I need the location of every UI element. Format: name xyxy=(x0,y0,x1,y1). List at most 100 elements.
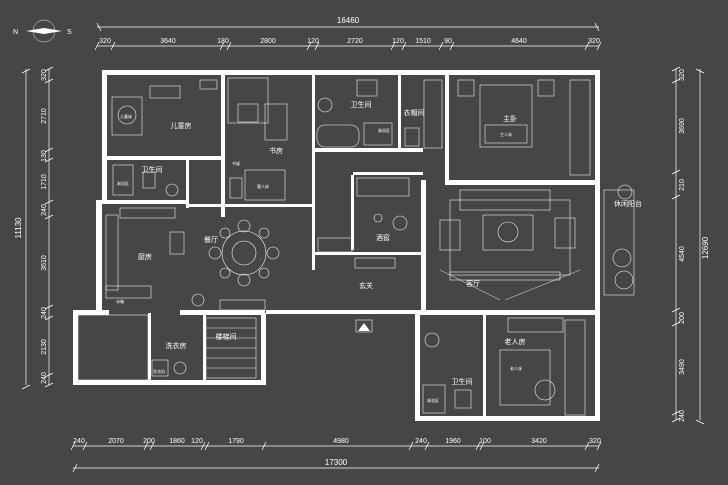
dimension-tick xyxy=(314,41,320,51)
dimension-tick xyxy=(424,441,430,451)
left-dimension-lines: 11130 320 2710 130 1710 240 3610 240 213… xyxy=(14,66,54,390)
dimension-tick xyxy=(596,41,602,51)
left-dim-6: 3610 xyxy=(41,255,48,271)
top-dimension-lines: 16460 320 3640 180 2800 120 2720 120 151… xyxy=(94,16,602,51)
balcony xyxy=(603,189,635,296)
room-labels: 儿童房 卫生间 书房 卫生间 衣帽间 主卧 休闲阳台 厨房 餐厅 酒窖 客厅 玄… xyxy=(138,100,642,386)
dimension-tick xyxy=(695,419,705,425)
dimension-tick xyxy=(390,41,396,51)
note-wash-left: 淋浴区 xyxy=(117,180,129,186)
dimension-tick xyxy=(143,441,149,451)
dimension-tick xyxy=(596,441,602,451)
dimension-tick xyxy=(44,66,54,72)
dimension-tick xyxy=(70,441,76,451)
note-bed-kids: 儿童床 xyxy=(120,113,132,119)
elder-bed xyxy=(499,349,551,406)
bottom-dim-6: 1790 xyxy=(228,438,244,445)
dimension-tick xyxy=(44,78,54,84)
top-dim-3: 180 xyxy=(217,38,229,45)
kitchen-counter xyxy=(105,214,119,291)
room-label-elder: 老人房 xyxy=(505,337,526,346)
coffee-table xyxy=(482,214,534,251)
dimension-tick xyxy=(584,41,590,51)
dimension-tick xyxy=(44,382,54,388)
dimension-tick xyxy=(82,441,88,451)
right-dim-1: 320 xyxy=(679,69,686,81)
left-dim-7: 240 xyxy=(41,307,48,319)
bottom-dim-1: 240 xyxy=(73,438,85,445)
top-total-dimension: 16460 xyxy=(337,16,360,25)
dimension-tick xyxy=(594,22,600,32)
bottom-dimension-lines: 240 2070 200 1860 120 1790 4980 240 1960… xyxy=(70,438,602,473)
left-dim-4: 1710 xyxy=(41,174,48,190)
dining-table xyxy=(221,230,267,276)
right-dim-5: 200 xyxy=(679,312,686,324)
bottom-dim-12: 320 xyxy=(589,438,601,445)
room-label-master: 主卧 xyxy=(503,114,517,123)
living-rug xyxy=(449,199,571,276)
room-label-bath-mid: 卫生间 xyxy=(351,100,372,109)
top-dim-5: 120 xyxy=(307,38,319,45)
left-dim-2: 2710 xyxy=(41,108,48,124)
dimension-tick xyxy=(479,441,485,451)
bottom-dim-11: 3420 xyxy=(531,438,547,445)
bottom-dim-4: 1860 xyxy=(169,438,185,445)
dimension-tick xyxy=(200,441,206,451)
dimension-tick xyxy=(306,41,312,51)
left-dim-5: 240 xyxy=(41,204,48,216)
left-dim-9: 240 xyxy=(41,372,48,384)
closet-wardrobe xyxy=(423,79,443,149)
dimension-tick xyxy=(226,41,232,51)
dimension-tick xyxy=(671,417,681,423)
master-bed xyxy=(479,84,533,148)
room-label-wine: 酒窖 xyxy=(376,233,390,242)
dimension-tick xyxy=(401,41,407,51)
dimension-tick xyxy=(72,463,78,473)
compass-south-label: S xyxy=(67,29,72,36)
top-dim-4: 2800 xyxy=(260,38,276,45)
dimension-tick xyxy=(44,372,54,378)
top-dim-1: 320 xyxy=(99,38,111,45)
sofa xyxy=(459,189,551,211)
dimension-tick xyxy=(261,441,267,451)
wine-rack xyxy=(356,177,410,197)
dimension-tick xyxy=(584,441,590,451)
dimension-tick xyxy=(438,41,444,51)
dimension-tick xyxy=(96,22,102,32)
bottom-dim-5: 120 xyxy=(191,438,203,445)
bottom-dim-3: 200 xyxy=(143,438,155,445)
right-dim-7: 240 xyxy=(679,410,686,422)
left-total-dimension: 11130 xyxy=(14,217,23,239)
room-label-balcony: 休闲阳台 xyxy=(614,199,642,208)
bathtub xyxy=(316,124,360,148)
bottom-dim-7: 4980 xyxy=(333,438,349,445)
room-label-laundry: 洗衣房 xyxy=(166,341,187,350)
entry-door-icon xyxy=(355,319,373,333)
furniture xyxy=(77,77,635,416)
dimension-tick xyxy=(44,214,54,220)
dimension-tick xyxy=(671,169,681,175)
dimension-tick xyxy=(44,147,54,153)
room-label-closet: 衣帽间 xyxy=(404,108,425,117)
dimension-tick xyxy=(671,78,681,84)
dimension-tick xyxy=(695,68,705,74)
bottom-dim-9: 1960 xyxy=(445,438,461,445)
top-dim-6: 2720 xyxy=(347,38,363,45)
bottom-dim-2: 2070 xyxy=(108,438,124,445)
bottom-total-dimension: 17300 xyxy=(325,458,348,467)
room-label-dining: 餐厅 xyxy=(204,235,218,244)
right-total-dimension: 12690 xyxy=(701,236,710,259)
note-desk-study: 书桌 xyxy=(232,160,240,166)
dimension-tick xyxy=(671,307,681,313)
study-desk xyxy=(227,77,269,124)
dimension-tick xyxy=(44,304,54,310)
dimension-tick xyxy=(44,199,54,205)
top-dim-9: 90 xyxy=(444,38,452,45)
compass-north-label: N xyxy=(13,29,18,36)
walls xyxy=(73,70,600,421)
top-dim-10: 4640 xyxy=(511,38,527,45)
dimension-tick xyxy=(594,463,600,473)
dimension-tick xyxy=(671,410,681,416)
